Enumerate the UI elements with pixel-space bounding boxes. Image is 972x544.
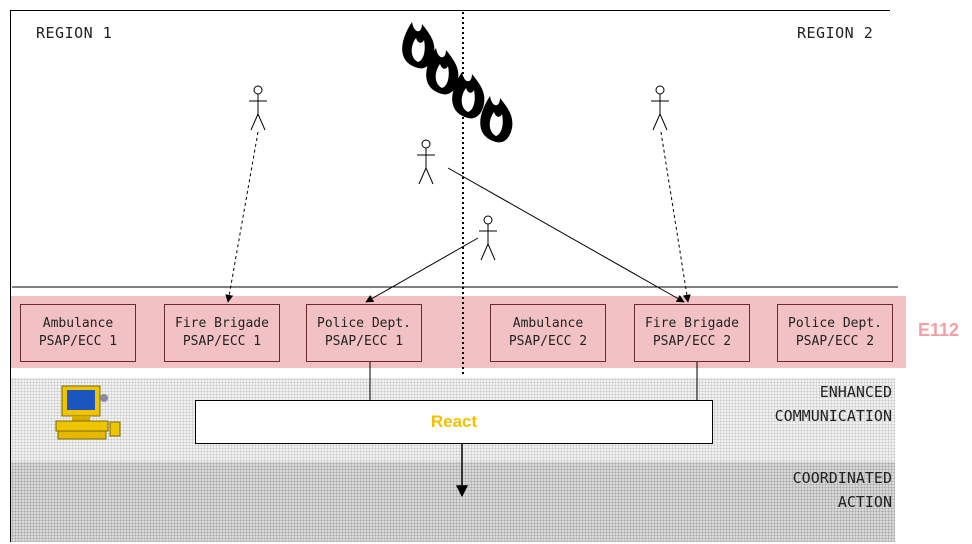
psap-band [11,296,906,368]
react-box: React [195,400,713,444]
psap-box-fire-1: Fire Brigade PSAP/ECC 1 [164,304,280,362]
arrow-to-fire-2 [447,167,685,303]
person-icon-region2 [650,85,670,131]
psap-box-line1: Fire Brigade [645,316,739,331]
dashed-arrow-to-fire-1 [225,131,259,303]
coordinated-action-area [11,462,895,542]
enhanced-line2: COMMUNICATION [774,407,892,425]
region-2-label: REGION 2 [797,24,874,42]
coordinated-line1: COORDINATED [792,469,892,487]
psap-box-line2: PSAP/ECC 2 [508,334,588,349]
psap-box-ambulance-2: Ambulance PSAP/ECC 2 [490,304,606,362]
react-label: React [430,412,478,431]
psap-box-police-1: Police Dept. PSAP/ECC 1 [306,304,422,362]
enhanced-communication-label: ENHANCED COMMUNICATION [775,380,892,428]
psap-box-line2: PSAP/ECC 2 [652,334,732,349]
dashed-arrow-to-fire-2 [660,131,691,303]
coordinated-line2: ACTION [837,493,892,511]
psap-box-line2: PSAP/ECC 1 [324,334,404,349]
psap-box-police-2: Police Dept. PSAP/ECC 2 [777,304,893,362]
person-icon-center [416,139,436,185]
psap-box-line2: PSAP/ECC 1 [38,334,118,349]
psap-box-line2: PSAP/ECC 1 [182,334,262,349]
person-icon-boundary [478,215,498,261]
psap-box-line1: Police Dept. [317,316,411,331]
arrow-to-police-1 [365,237,479,303]
enhanced-line1: ENHANCED [819,383,892,401]
fire-icon [402,22,513,143]
psap-box-fire-2: Fire Brigade PSAP/ECC 2 [634,304,750,362]
psap-box-line1: Ambulance [512,316,584,331]
psap-box-ambulance-1: Ambulance PSAP/ECC 1 [20,304,136,362]
psap-box-line2: PSAP/ECC 2 [795,334,875,349]
computer-icon [55,385,121,440]
region-1-label: REGION 1 [36,24,113,42]
coordinated-action-label: COORDINATED ACTION [793,466,892,514]
psap-box-line1: Police Dept. [788,316,882,331]
e112-label: E112 [918,320,960,340]
person-icon-region1 [248,85,268,131]
psap-box-line1: Fire Brigade [175,316,269,331]
psap-box-line1: Ambulance [42,316,114,331]
